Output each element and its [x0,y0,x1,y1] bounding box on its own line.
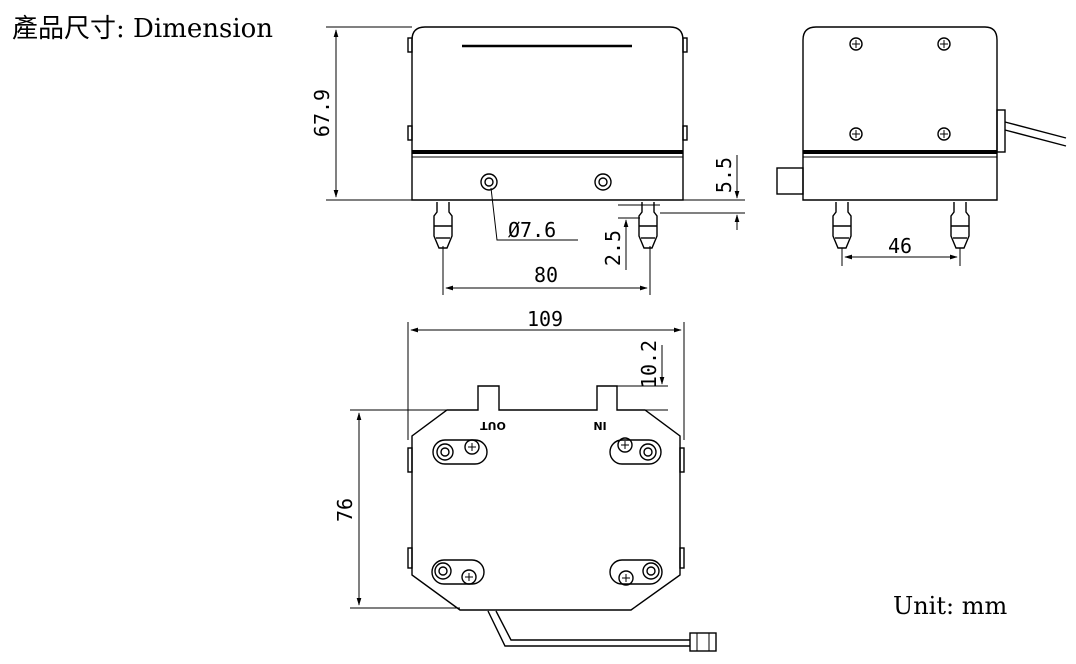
bottom-width-label: 109 [527,307,563,331]
front-nozzle-right [638,202,658,249]
bottom-foot-tr [609,437,662,465]
side-cable [1004,121,1067,139]
side-screw-tr [937,37,951,51]
bottom-view [350,322,717,652]
side-screw-tl [849,37,863,51]
bottom-tab-label: 10.2 [637,340,661,388]
front-tab-right-bottom [682,125,688,141]
side-screw-br [937,127,951,141]
bottom-connector [689,632,717,652]
port-out-label: OUT [480,419,506,432]
front-bottom-offset-label: 5.5 [712,157,736,193]
bottom-body-outline [411,385,681,611]
diagram-title: 產品尺寸: Dimension [12,14,274,44]
front-height-dim-label: 67.9 [310,89,334,137]
side-nozzle-left [832,202,852,249]
bottom-tab-left-bottom [407,547,413,569]
bottom-tab-right-top [679,447,685,473]
side-body-outline [802,26,998,201]
bottom-depth-label: 76 [333,498,357,522]
front-nozzle-diameter-label: Ø7.6 [508,218,556,242]
bottom-tab-left-top [407,447,413,473]
side-nozzle-right [950,202,970,249]
front-screw-left [480,173,498,191]
unit-label: Unit: mm [893,592,1008,620]
bottom-tab-right-bottom [679,547,685,569]
front-7-6-leader [490,187,578,241]
front-tab-left-top [407,37,413,53]
front-view [326,26,745,295]
front-port-spacing-label: 80 [534,263,558,287]
port-in-label: IN [593,419,606,432]
front-tab-left-bottom [407,125,413,141]
side-view [776,26,1067,266]
front-nozzle-offset-label: 2.5 [601,230,625,266]
bottom-cable [487,610,690,647]
side-screw-bl [849,127,863,141]
front-tab-right-top [682,37,688,53]
front-nozzle-left [433,202,453,249]
bottom-foot-br [609,559,663,586]
front-screw-right [594,173,612,191]
side-cable-housing [996,109,1006,153]
bottom-foot-tl [432,439,488,465]
side-mount-spacing-label: 46 [888,234,912,258]
front-body-outline [411,26,684,201]
side-connector-block [776,167,804,195]
bottom-foot-bl [431,559,485,585]
